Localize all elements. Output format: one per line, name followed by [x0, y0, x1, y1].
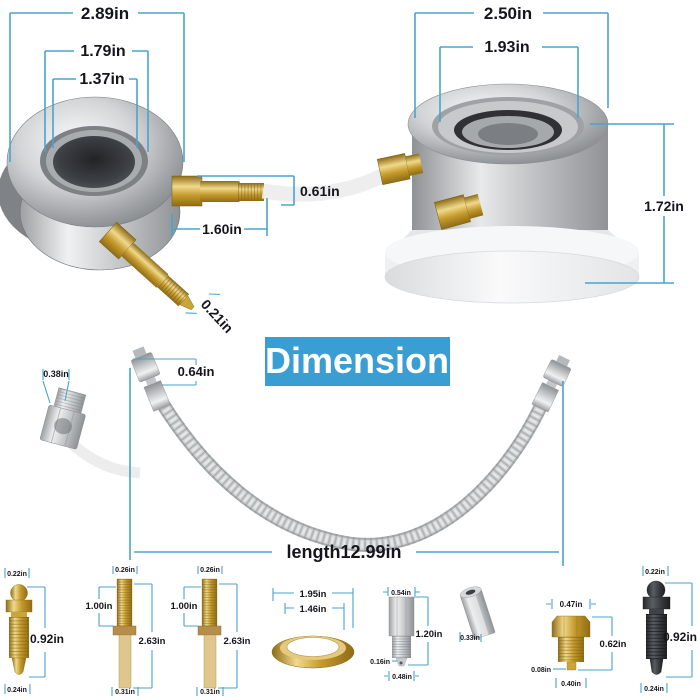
dim-f5-height: 1.20in — [416, 629, 443, 640]
dim-f7-top: 0.47in — [560, 600, 583, 609]
clear-hose — [261, 169, 386, 202]
cylinder-dimensions: 2.50in 1.93in 1.72in — [414, 4, 684, 284]
bearing-side-fitting — [171, 175, 264, 207]
dim-bleeder-tip: 0.21in — [185, 293, 237, 336]
dim-f7-tip: 0.08in — [531, 667, 551, 674]
dim-f1-height: 0.92in — [30, 632, 64, 646]
dim-label-bearing-flange: 1.79in — [80, 43, 125, 60]
dim-label-hose-end: 0.64in — [178, 364, 215, 379]
dim-f1-top: 0.22in — [7, 571, 27, 578]
hose-nut-closeup: 0.38in — [39, 369, 141, 479]
dim-f8-height: 0.92in — [663, 630, 697, 644]
fitting-coupler: 0.54in 1.20in 0.16in 0.48in — [370, 587, 443, 681]
hose-end-fitting-left — [131, 346, 171, 412]
hose-end-fitting-right — [531, 355, 571, 413]
dim-f7-bottom: 0.40in — [561, 681, 581, 688]
fitting-brass-bleeder: 0.22in 0.92in 0.24in — [4, 568, 64, 694]
dim-f8-bottom: 0.24in — [644, 686, 664, 693]
banner-background — [265, 337, 450, 386]
cylinder-fitting-1 — [377, 153, 424, 186]
fitting-black-bleeder: 0.22in 0.92in 0.24in — [640, 566, 697, 693]
dim-label-cyl-outer: 2.50in — [484, 4, 532, 23]
braided-hose-photo — [131, 346, 571, 552]
fitting-cone-washer: 1.95in 1.46in — [271, 588, 355, 669]
dim-label-bleeder-tip: 0.21in — [198, 296, 237, 336]
cylinder-base — [384, 250, 640, 304]
dim-label-fitting-len: 1.60in — [202, 221, 242, 237]
dim-label-bearing-outer: 2.89in — [81, 4, 129, 23]
dim-f5-bottom: 0.48in — [392, 674, 412, 681]
dim-f5-top: 0.54in — [391, 590, 411, 597]
dim-f2-top: 0.26in — [115, 567, 135, 574]
dim-f3-bottom: 0.31in — [200, 689, 220, 696]
dim-label-hose-length: length12.99in — [286, 542, 401, 562]
dim-f6-width: 0.33in — [460, 635, 480, 642]
dim-label-bearing-bore: 1.37in — [79, 71, 124, 88]
dim-label-fitting-od: 0.61in — [300, 183, 340, 199]
dim-f1-bottom: 0.24in — [7, 687, 27, 694]
banner-title: Dimension — [265, 340, 449, 381]
dim-f8-top: 0.22in — [645, 569, 665, 576]
bearing-bleeder-screw — [98, 221, 195, 311]
dimension-banner: Dimension — [265, 337, 450, 386]
release-bearing-photo — [0, 96, 264, 311]
fitting-hex-standoff: 0.33in — [459, 586, 496, 642]
cylinder-fitting-2 — [434, 193, 484, 230]
dim-f4-outer: 1.95in — [300, 589, 327, 600]
fitting-stud-1: 0.26in 1.00in 2.63in 0.31in — [86, 566, 166, 696]
dim-f5-tip: 0.16in — [370, 659, 390, 666]
dim-label-cyl-inner: 1.93in — [484, 39, 529, 56]
hose-dimensions: 0.64in length12.99in — [129, 358, 564, 566]
fitting-brass-plug: 0.47in 0.62in 0.08in 0.40in — [531, 599, 627, 688]
dim-f3-top: 0.26in — [200, 567, 220, 574]
dim-f3-thread: 1.00in — [171, 601, 198, 612]
dim-f2-length: 2.63in — [139, 636, 166, 647]
dim-f3-length: 2.63in — [224, 636, 251, 647]
dim-label-hose-nut: 0.38in — [43, 369, 69, 379]
dim-f2-thread: 1.00in — [86, 601, 113, 612]
dim-f7-height: 0.62in — [600, 639, 627, 650]
fitting-stud-2: 0.26in 1.00in 2.63in 0.31in — [171, 566, 251, 696]
slave-cylinder-photo — [377, 83, 640, 304]
dim-label-cyl-height: 1.72in — [644, 198, 684, 214]
bearing-bore — [53, 136, 135, 188]
dim-f4-inner: 1.46in — [300, 604, 327, 615]
dim-f2-bottom: 0.31in — [115, 689, 135, 696]
